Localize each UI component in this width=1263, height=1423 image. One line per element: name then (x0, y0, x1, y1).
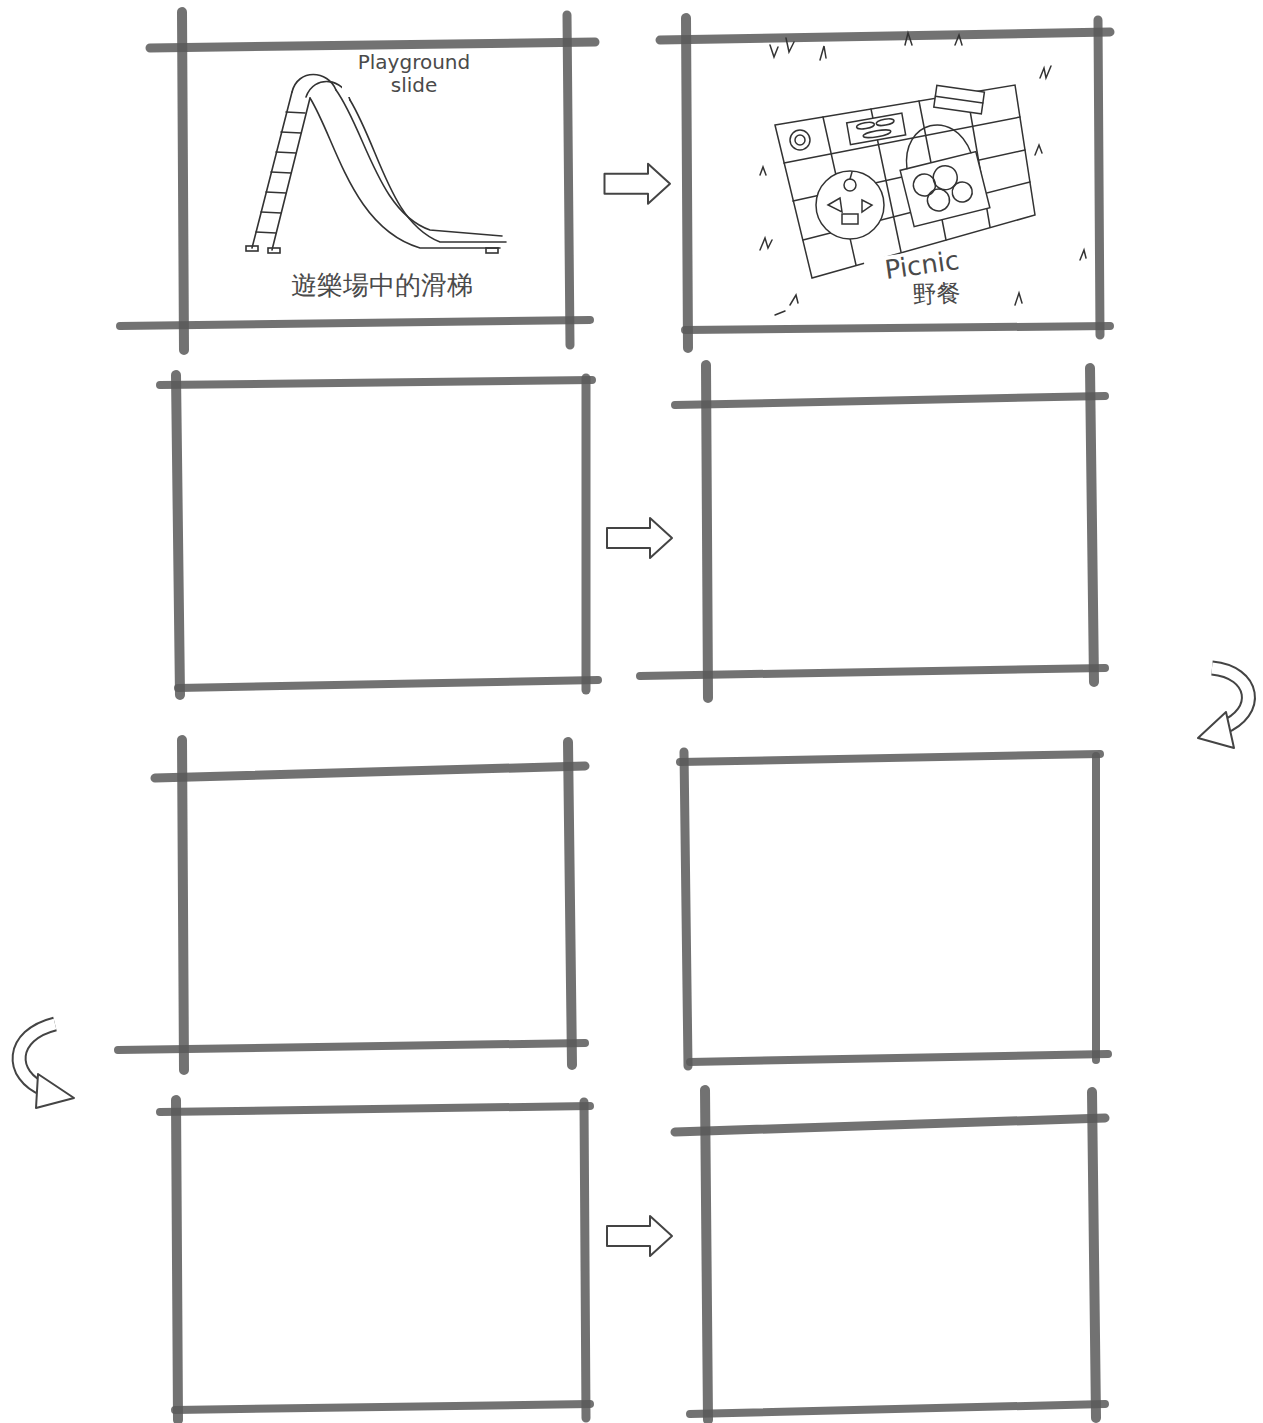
frame-title: Playground slide (342, 51, 486, 97)
flow-arrow (607, 518, 672, 558)
turn-arrow (1198, 668, 1248, 748)
empty-frame (160, 375, 598, 695)
empty-frame (118, 740, 585, 1070)
empty-frame (640, 365, 1105, 698)
empty-frame (680, 752, 1108, 1066)
flow-arrow (605, 164, 671, 204)
storyboard-frame: Playground slide 遊樂場中的滑梯 (180, 45, 570, 325)
empty-frame (675, 1090, 1105, 1420)
empty-frame (160, 1100, 590, 1420)
frame-border (660, 18, 1110, 348)
flow-arrow (607, 1216, 672, 1256)
frame-subtitle: 野餐 (889, 279, 984, 311)
storyboard-frame: Picnic野餐 (685, 35, 1100, 330)
frame-border (120, 12, 595, 350)
frame-subtitle: 遊樂場中的滑梯 (240, 271, 524, 301)
turn-arrow (19, 1024, 74, 1108)
